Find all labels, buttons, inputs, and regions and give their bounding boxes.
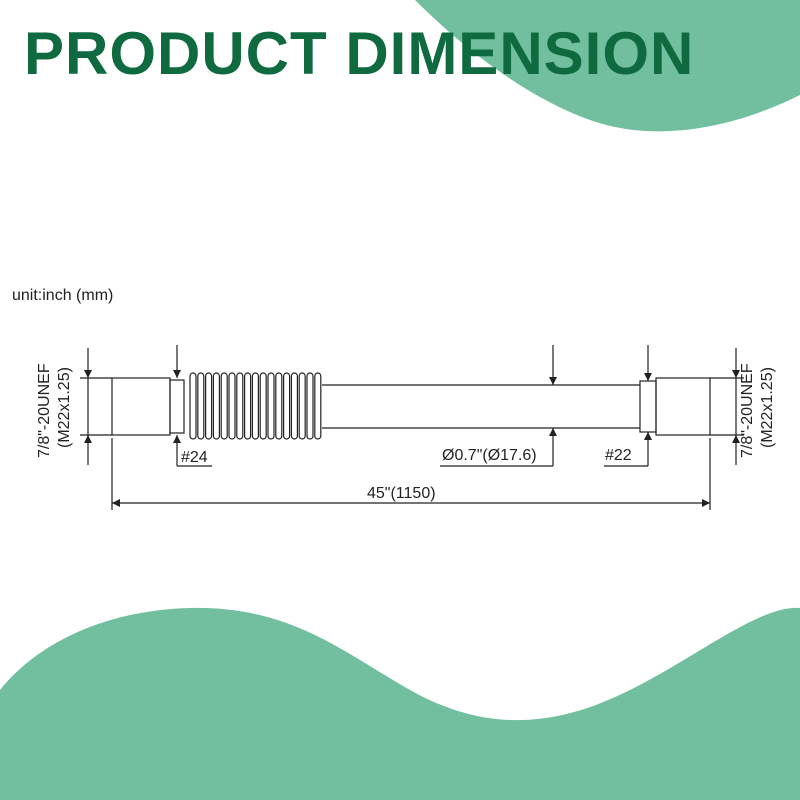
hose-coil [306,372,314,440]
corrugated-hose-section [189,372,322,440]
hose-coil [251,372,259,440]
hose-coil [197,372,205,440]
top-right-decorative-blob [415,0,800,132]
right-collar [639,380,657,433]
diameter-label: Ø0.7"(Ø17.6) [442,447,537,464]
hose-coil [290,372,298,440]
hose-coil [267,372,275,440]
overall-length-label: 45"(1150) [367,485,436,502]
right-thread-label-in: 7/8"-20UNEF [739,363,756,458]
left-collar [169,379,185,434]
right-thread-label-mm: (M22x1.25) [759,367,776,448]
hose-coil [189,372,197,440]
left-nut [111,377,171,436]
hose-coil [298,372,306,440]
hose-coil [259,372,267,440]
left-thread-label-in: 7/8"-20UNEF [36,363,53,458]
right-nut [655,377,711,436]
hose-coil [228,372,236,440]
hose-coil [275,372,283,440]
left-nut-label: #24 [181,449,208,466]
hose-coil [283,372,291,440]
hose-coil [220,372,228,440]
page-title: PRODUCT DIMENSION [24,20,695,87]
left-thread-label-mm: (M22x1.25) [56,367,73,448]
hose-coil [314,372,322,440]
hose-coil [212,372,220,440]
right-nut-label: #22 [605,447,632,464]
hose-coil [205,372,213,440]
bottom-decorative-blob [0,607,800,800]
hose-coil [244,372,252,440]
unit-label: unit:inch (mm) [12,287,114,304]
hose-coil [236,372,244,440]
